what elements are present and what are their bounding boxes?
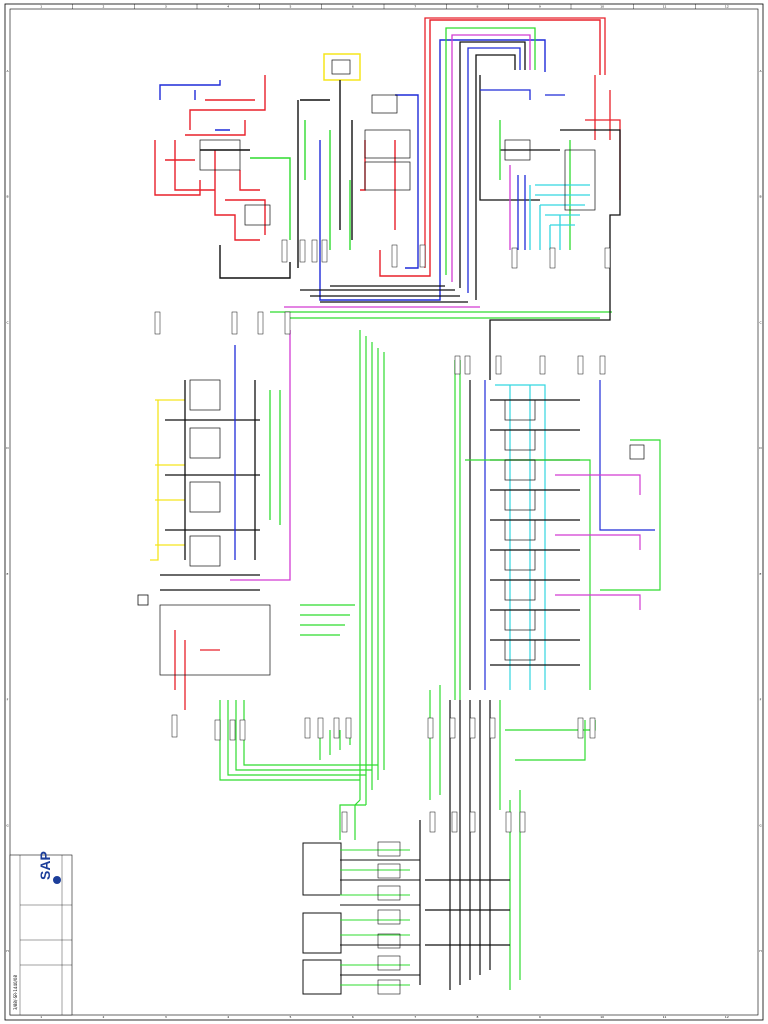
column-mark: 1 [40, 1015, 42, 1019]
logo-text: SAP [37, 851, 53, 880]
row-mark: D [6, 446, 9, 450]
pump-symbol [331, 59, 351, 75]
motor-block-3 [371, 94, 398, 114]
sap-logo-icon: SAP [37, 851, 61, 884]
green-middle [304, 120, 351, 250]
row-mark: B [6, 195, 8, 199]
column-mark: 9 [539, 1015, 541, 1019]
row-mark: C [6, 320, 8, 324]
column-mark: 4 [227, 5, 229, 9]
upper-left-circuit [154, 75, 291, 279]
left-middle-block [150, 330, 291, 710]
lower-right-routing [419, 685, 596, 990]
green-line-1 [250, 157, 291, 240]
row-mark: E [7, 572, 9, 576]
column-mark: 2 [103, 1015, 105, 1019]
column-mark: 8 [477, 1015, 479, 1019]
column-mark: 1 [40, 5, 42, 9]
column-mark: 5 [290, 5, 292, 9]
column-mark: 10 [600, 1015, 604, 1019]
warning-symbol [137, 594, 149, 606]
column-mark: 8 [477, 5, 479, 9]
relay-box-1 [199, 139, 241, 171]
column-mark: 12 [725, 5, 729, 9]
bus-lines-upper [270, 285, 612, 319]
column-mark: 12 [725, 1015, 729, 1019]
column-mark: 10 [600, 5, 604, 9]
column-mark: 6 [352, 1015, 354, 1019]
column-mark: 11 [663, 1015, 667, 1019]
right-middle-block [454, 360, 661, 700]
column-mark: 6 [352, 5, 354, 9]
device-panel-1 [302, 842, 342, 896]
row-mark: A [759, 69, 762, 73]
row-mark: H [6, 949, 8, 953]
title-block: SAP 3/88/-SR-1440/08 [9, 851, 73, 1016]
row-mark: G [6, 823, 9, 827]
column-mark: 7 [414, 1015, 416, 1019]
row-mark: G [759, 823, 762, 827]
row-mark: E [760, 572, 762, 576]
row-marks: A A B B C C D D E E F F G G H H [6, 69, 762, 953]
yellow-highlight-box [323, 53, 361, 81]
relay-box-2 [244, 204, 271, 226]
nested-loops [424, 17, 606, 300]
upper-right-circuit [479, 75, 621, 380]
column-mark: 9 [539, 5, 541, 9]
motor-block-1 [364, 129, 411, 159]
column-mark: 2 [103, 5, 105, 9]
row-mark: A [6, 69, 9, 73]
column-mark: 4 [227, 1015, 229, 1019]
row-mark: C [759, 320, 761, 324]
device-panel-3 [302, 959, 342, 995]
blue-middle [319, 39, 546, 301]
column-mark: 7 [414, 5, 416, 9]
drawing-number: 3/88/-SR-1440/08 [13, 975, 18, 1010]
bottom-devices [302, 841, 420, 995]
column-mark: 5 [290, 1015, 292, 1019]
row-mark: F [7, 698, 9, 702]
upper-middle-circuit [297, 19, 601, 301]
red-loop-1 [154, 75, 266, 241]
row-mark: H [759, 949, 761, 953]
green-routing-center [219, 330, 385, 840]
terminal-markers [154, 239, 611, 833]
device-panel-2 [302, 912, 342, 954]
row-mark: B [759, 195, 761, 199]
column-mark: 3 [165, 1015, 167, 1019]
row-mark: D [759, 446, 762, 450]
black-line-1 [200, 149, 291, 279]
motor-block-2 [364, 161, 411, 191]
row-mark: F [760, 698, 762, 702]
column-mark: 3 [165, 5, 167, 9]
blue-line-1 [159, 80, 230, 131]
black-bus-middle [297, 80, 353, 268]
column-mark: 11 [663, 5, 667, 9]
